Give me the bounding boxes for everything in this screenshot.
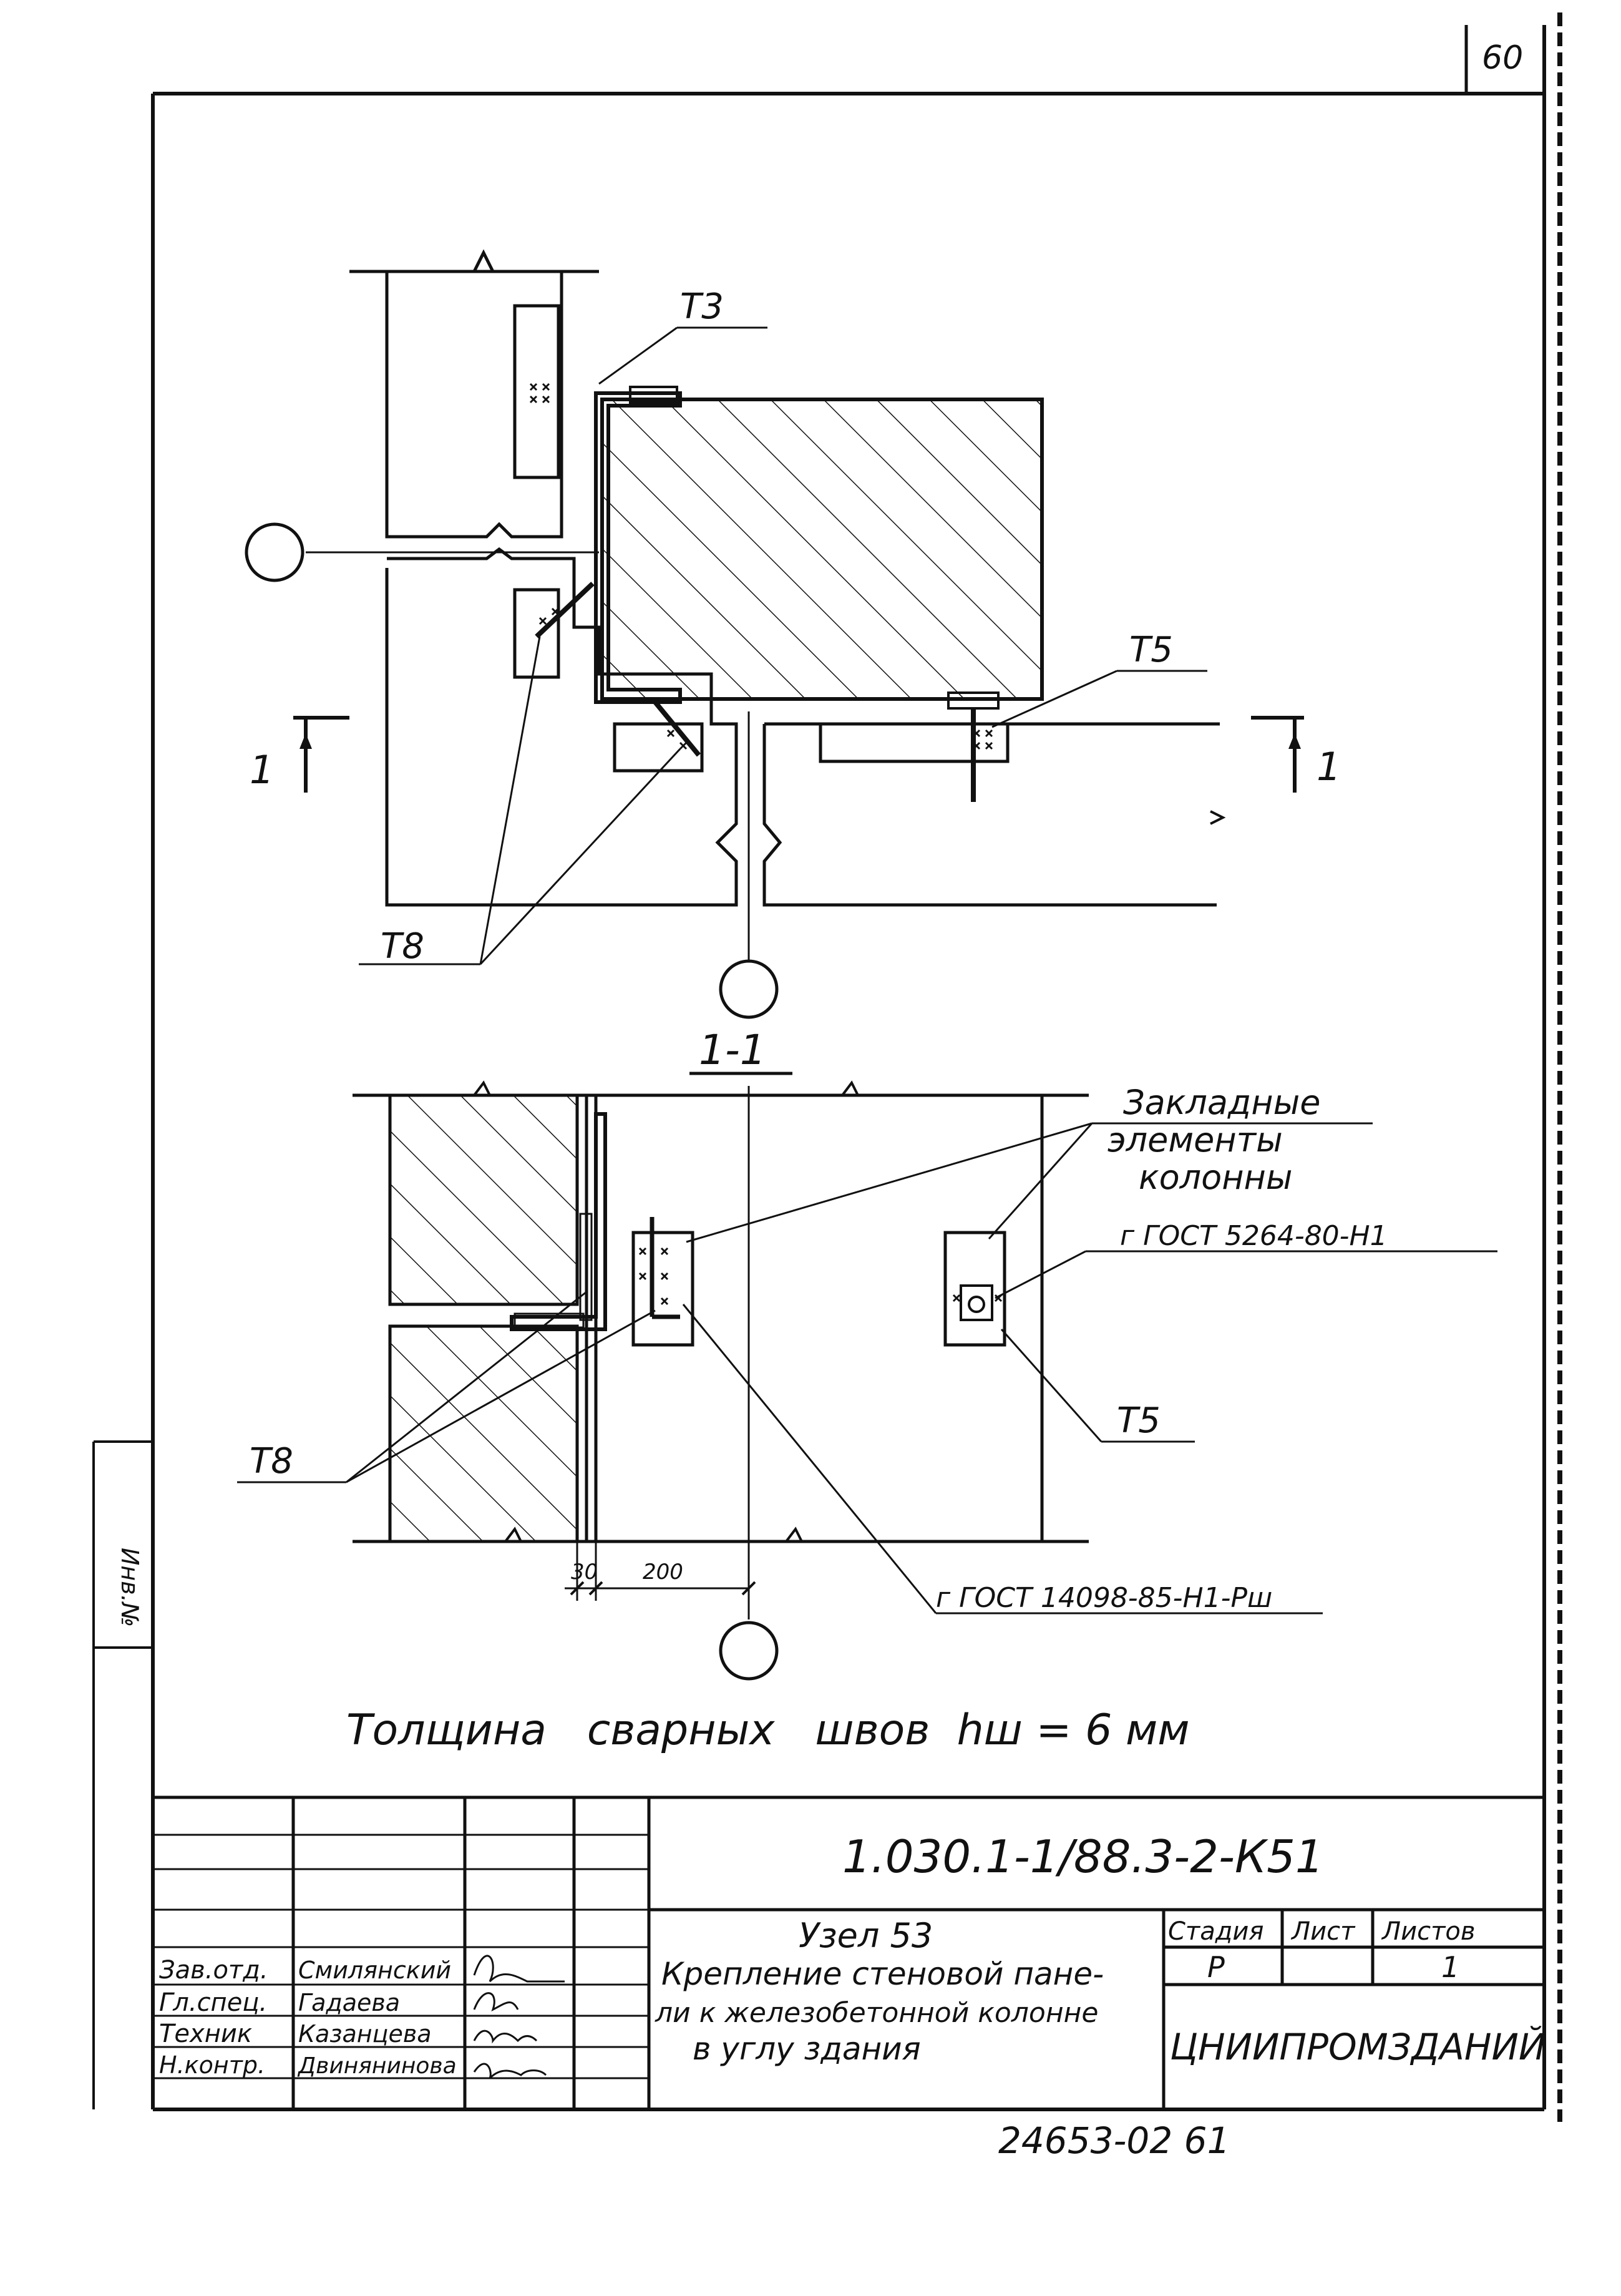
archive-number: 24653-02 61: [998, 2119, 1230, 2162]
section-title: 1-1: [699, 1026, 766, 1074]
side-stamp: [92, 1440, 153, 2109]
plan-label-t3: Т3: [680, 286, 724, 327]
role-row-2: Гл.спец.: [159, 1988, 267, 2017]
plan-label-t5: Т5: [1129, 630, 1173, 670]
callout-gost-5264: г ГОСТ 5264-80-Н1: [1120, 1220, 1388, 1252]
role-row-3: Техник: [159, 2020, 252, 2048]
sheet-label: Лист: [1290, 1917, 1356, 1946]
title-line-3: ли к железобетонной колонне: [655, 1997, 1098, 2029]
sheets-label: Листов: [1381, 1917, 1475, 1946]
title-block: [153, 1795, 1544, 2109]
name-row-3: Казанцева: [298, 2020, 432, 2048]
page-number: 60: [1482, 39, 1523, 77]
cut-label-left: 1: [250, 747, 274, 793]
sheet-frame: [151, 25, 1546, 2111]
dimension-200: 200: [643, 1560, 683, 1585]
organization: ЦНИИПРОМЗДАНИЙ: [1170, 2025, 1546, 2068]
dimension-30: 30: [571, 1560, 598, 1585]
plan-view: [245, 249, 1304, 1019]
section-label-t8: Т8: [250, 1441, 293, 1482]
name-row-1: Смилянский: [298, 1956, 451, 1984]
document-code: 1.030.1-1/88.3-2-К51: [842, 1830, 1324, 1883]
callout-gost-14098: г ГОСТ 14098-85-Н1-Рш: [936, 1582, 1272, 1614]
name-row-4: Двинянинова: [297, 2053, 457, 2079]
callout-embedded-line2: элементы: [1107, 1120, 1283, 1160]
plan-label-t8: Т8: [381, 926, 424, 967]
callout-embedded-line1: Закладные: [1123, 1083, 1320, 1122]
section-label-t5: Т5: [1117, 1400, 1161, 1441]
role-row-1: Зав.отд.: [159, 1956, 268, 1985]
cut-label-right: 1: [1317, 744, 1341, 789]
callout-embedded-line3: колонны: [1139, 1158, 1292, 1197]
section-view: [237, 1080, 1497, 1681]
title-line-1: Узел 53: [799, 1916, 933, 1955]
weld-thickness-note: Толщина сварных швов hш = 6 мм: [346, 1706, 1190, 1755]
role-row-4: Н.контр.: [159, 2051, 265, 2079]
name-row-2: Гадаева: [298, 1989, 400, 2016]
stage-label: Стадия: [1168, 1917, 1263, 1946]
title-line-2: Крепление стеновой пане-: [661, 1956, 1104, 1992]
title-line-4: в углу здания: [693, 2031, 921, 2067]
stage-value: Р: [1207, 1950, 1225, 1984]
sheets-value: 1: [1441, 1950, 1459, 1984]
signatures: [473, 1955, 565, 2079]
side-stamp-label: Инв.№: [116, 1548, 144, 1627]
